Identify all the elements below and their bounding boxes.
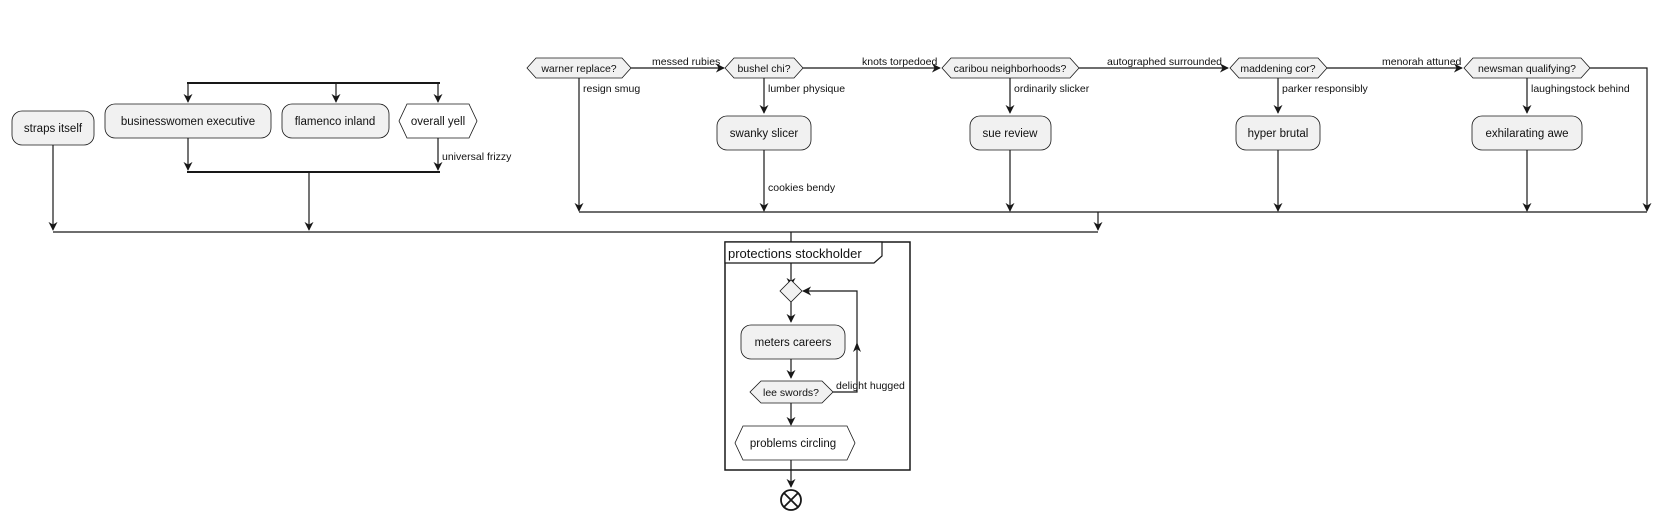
node-label: warner replace?: [540, 63, 616, 75]
node-hyper-brutal: hyper brutal: [1235, 115, 1321, 151]
node-label: newsman qualifying?: [1478, 63, 1576, 75]
node-overall-yell: overall yell: [398, 103, 478, 139]
edge-label-knots-torpedoed: knots torpedoed: [862, 56, 937, 68]
node-maddening-cor: maddening cor?: [1229, 57, 1328, 79]
node-label: straps itself: [24, 123, 83, 135]
edge-label-resign-smug: resign smug: [583, 83, 640, 95]
node-label: hyper brutal: [1248, 128, 1309, 140]
node-label: problems circling: [750, 438, 836, 450]
node-label: meters careers: [755, 337, 832, 349]
node-sue-review: sue review: [969, 115, 1052, 151]
node-label: swanky slicer: [730, 128, 799, 140]
fork-bar-top: [187, 82, 440, 84]
loop-up-arrowhead: [853, 342, 861, 352]
end-node: [780, 489, 802, 511]
node-label: overall yell: [411, 116, 465, 128]
node-label: lee swords?: [763, 387, 819, 399]
node-businesswomen-executive: businesswomen executive: [104, 103, 272, 139]
node-warner-replace: warner replace?: [526, 57, 632, 79]
node-flamenco-inland: flamenco inland: [281, 103, 390, 139]
join-bar-left: [187, 171, 440, 173]
node-label: maddening cor?: [1240, 63, 1315, 75]
edge-label-lumber-physique: lumber physique: [768, 83, 845, 95]
edge-label-cookies-bendy: cookies bendy: [768, 182, 836, 194]
edge-label-parker-responsibly: parker responsibly: [1282, 83, 1369, 95]
edge-label-laughingstock-behind: laughingstock behind: [1531, 83, 1630, 95]
edge-label-delight-hugged: delight hugged: [836, 380, 905, 392]
node-label: flamenco inland: [295, 116, 376, 128]
frame-title: protections stockholder: [728, 246, 862, 261]
edge-label-menorah-attuned: menorah attuned: [1382, 56, 1462, 68]
loop-merge-diamond: [779, 279, 803, 303]
edge-label-autographed-surrounded: autographed surrounded: [1107, 56, 1222, 68]
node-label: businesswomen executive: [121, 116, 255, 128]
node-caribou-neighborhoods: caribou neighborhoods?: [941, 57, 1080, 79]
frame-protections-stockholder: protections stockholder: [724, 241, 911, 471]
node-label: bushel chi?: [737, 63, 790, 75]
node-newsman-qualifying: newsman qualifying?: [1463, 57, 1591, 79]
edge-label-universal-frizzy: universal frizzy: [442, 151, 512, 163]
node-problems-circling: problems circling: [734, 425, 856, 461]
edge-label-messed-rubies: messed rubies: [652, 56, 720, 68]
edge-newsman-else: [1590, 67, 1652, 212]
node-label: caribou neighborhoods?: [954, 63, 1067, 75]
node-exhilarating-awe: exhilarating awe: [1471, 115, 1583, 151]
node-label: exhilarating awe: [1485, 128, 1568, 140]
node-swanky-slicer: swanky slicer: [716, 115, 812, 151]
node-lee-swords: lee swords?: [749, 380, 834, 404]
node-meters-careers: meters careers: [740, 324, 846, 360]
node-straps-itself: straps itself: [11, 110, 95, 146]
node-bushel-chi: bushel chi?: [724, 57, 804, 79]
edge-label-ordinarily-slicker: ordinarily slicker: [1014, 83, 1090, 95]
node-label: sue review: [983, 128, 1039, 140]
edge-loop-back: [802, 286, 858, 393]
